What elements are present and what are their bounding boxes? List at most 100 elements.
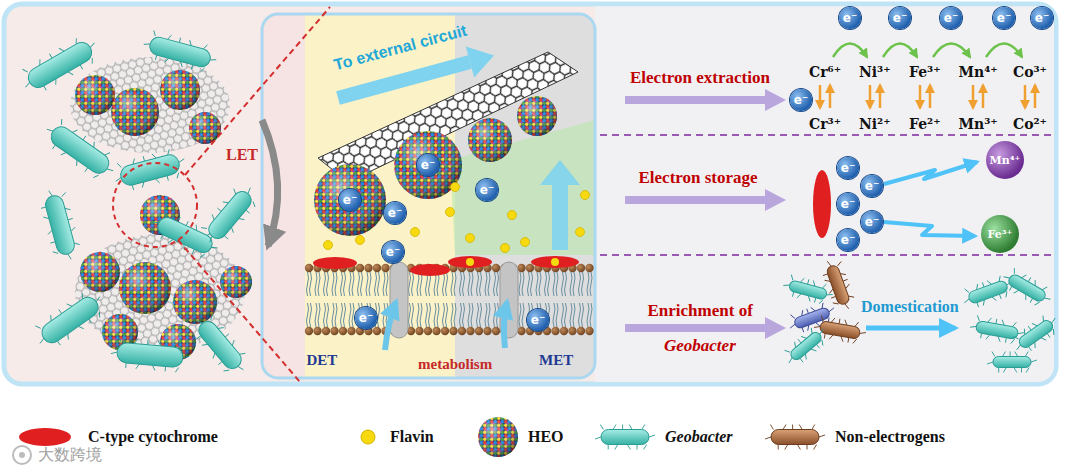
geobacter-cell [166, 149, 170, 155]
non-electrogen-symbol [799, 425, 802, 430]
geobacter-symbol [595, 425, 655, 450]
cytochrome [313, 256, 579, 276]
electron-symbol: e⁻ [527, 309, 549, 331]
electron-symbol: e⁻ [1031, 7, 1053, 29]
lipid-bilayer [582, 303, 584, 327]
heo-particle [189, 112, 221, 144]
lipid-bilayer [310, 303, 312, 327]
geobacter-cell [976, 315, 980, 320]
electron-symbol: e⁻ [889, 7, 911, 29]
geobacter-cell [1031, 360, 1037, 362]
cytochrome [466, 258, 474, 266]
lipid-bilayer [526, 264, 534, 272]
non-electrogen-symbol [778, 445, 779, 450]
geobacter-cell [970, 325, 976, 328]
bacterium [831, 296, 836, 298]
process-label: Domestication [861, 298, 959, 316]
lipid-bilayer [412, 303, 414, 327]
cytochrome [448, 256, 492, 268]
geobacter-cell [980, 333, 982, 338]
geobacter-cell [37, 187, 83, 264]
heo-particle [468, 118, 512, 162]
heo-particle [517, 96, 557, 136]
geobacter-cell [49, 190, 52, 196]
geobacter-symbol [644, 445, 647, 450]
lipid-bilayer [553, 272, 555, 296]
lipid-bilayer [344, 272, 346, 296]
geobacter-cell [17, 29, 263, 380]
lipid-bilayer [347, 327, 355, 335]
redox-arrow [982, 85, 985, 108]
electron-symbol: e⁻ [384, 202, 406, 224]
redox-arrow [1034, 85, 1037, 108]
geobacter-cell [1034, 301, 1039, 307]
geobacter-cell [1011, 339, 1015, 344]
heo-particle [80, 252, 120, 292]
lipid-bilayer [577, 264, 585, 272]
non-electrogen-symbol [771, 430, 819, 445]
geobacter-cell [1010, 352, 1011, 357]
geobacter-cell [191, 65, 192, 70]
lipid-bilayer [424, 327, 432, 335]
electron-symbol: e⁻ [940, 7, 962, 29]
lipid-bilayer [562, 272, 564, 296]
cytochrome [313, 257, 357, 269]
geobacter-symbol [642, 425, 645, 430]
geobacter-cell [111, 146, 188, 194]
non-electrogen-symbol [783, 425, 786, 430]
lipid-bilayer [409, 303, 411, 327]
lipid-bilayer [460, 303, 462, 327]
geobacter-symbol [622, 425, 623, 430]
bacterium [839, 319, 841, 324]
geobacter-cell [201, 225, 207, 231]
non-electrogen-symbol [797, 445, 800, 450]
geobacter-cell [982, 282, 984, 287]
heo-particle [314, 164, 386, 236]
geobacter-cell [246, 210, 250, 213]
lipid-bilayer [373, 327, 381, 335]
geobacter-cell [147, 340, 148, 345]
external-circuit-arrow [466, 47, 494, 78]
geobacter-cell [44, 86, 47, 90]
bacterium [808, 279, 809, 284]
lipid-bilayer [531, 272, 533, 296]
lipid-bilayer [356, 264, 364, 272]
geobacter-cell [175, 367, 178, 372]
electron-symbol: e⁻ [861, 175, 883, 197]
geobacter-cell [1009, 286, 1012, 290]
electron-symbol: e⁻ [790, 89, 812, 111]
process-label: LET [226, 146, 258, 164]
flavin [521, 238, 530, 247]
lipid-bilayer [545, 272, 547, 296]
electron-symbol: e⁻ [355, 307, 377, 329]
process-label: metabolism [418, 356, 492, 373]
geobacter-cell [93, 174, 98, 180]
process-arrow [625, 89, 786, 111]
lipid-bilayer [451, 272, 453, 296]
lipid-bilayer [570, 272, 572, 296]
lipid-bilayer [458, 327, 466, 335]
geobacter-cell [59, 119, 64, 125]
bacterium [843, 279, 848, 281]
geobacter-cell [134, 339, 137, 344]
lipid-bilayer [560, 327, 568, 335]
electron-symbol: e⁻ [476, 179, 498, 201]
bacterium [847, 338, 849, 343]
geobacter-cell [144, 42, 150, 45]
lipid-bilayer [446, 272, 448, 296]
electrode-interface-panel [262, 14, 595, 378]
geobacter-cell [152, 365, 155, 370]
non-electrogen-symbol [814, 445, 817, 450]
geobacter-cell [993, 357, 1031, 368]
geobacter-cell [1028, 277, 1031, 281]
redox-arrow [972, 85, 975, 108]
geobacter-cell [68, 253, 71, 259]
ion-label: Mn³⁺ [959, 116, 998, 132]
ion-label: Ni²⁺ [859, 116, 891, 132]
heo-particle [160, 70, 200, 110]
flavin [508, 211, 517, 220]
det-arrow [385, 302, 396, 350]
geobacter-cell [218, 362, 222, 365]
ion-label: Fe³⁺ [988, 228, 1013, 241]
heo-particle [314, 96, 557, 236]
